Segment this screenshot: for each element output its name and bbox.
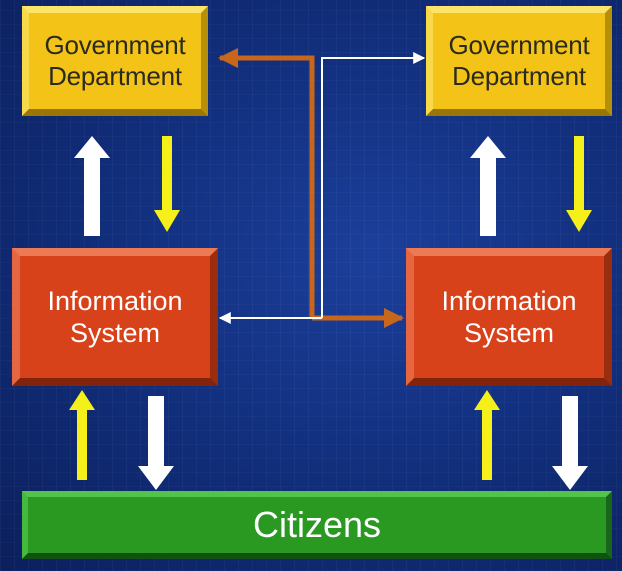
arrow-citizens-to-info-left bbox=[69, 390, 95, 480]
arrow-info-left-to-citizens bbox=[138, 396, 174, 490]
gov-left-line2: Department bbox=[48, 61, 182, 91]
information-system-right: Information System bbox=[406, 248, 612, 386]
white-connector-info-left-to-gov-right bbox=[321, 52, 426, 318]
arrow-info-left-to-gov-left bbox=[74, 136, 110, 236]
gov-right-line2: Department bbox=[452, 61, 586, 91]
info-left-line1: Information bbox=[47, 285, 183, 316]
orange-connector-info-right-to-gov-left bbox=[218, 48, 315, 318]
information-system-left: Information System bbox=[12, 248, 218, 386]
gov-right-line1: Government bbox=[448, 29, 590, 60]
arrow-citizens-to-info-right bbox=[474, 390, 500, 480]
arrow-gov-right-to-info-right bbox=[566, 136, 592, 232]
info-right-line2: System bbox=[463, 318, 554, 348]
gov-department-right: Government Department bbox=[426, 6, 612, 116]
arrow-info-right-to-citizens bbox=[552, 396, 588, 490]
arrow-gov-left-to-info-left bbox=[154, 136, 180, 232]
gov-left-line1: Government bbox=[44, 29, 186, 60]
gov-department-left: Government Department bbox=[22, 6, 208, 116]
citizens-label: Citizens bbox=[252, 504, 382, 546]
info-right-line1: Information bbox=[441, 285, 577, 316]
info-left-line2: System bbox=[69, 318, 160, 348]
arrow-info-right-to-gov-right bbox=[470, 136, 506, 236]
citizens-bar: Citizens bbox=[22, 491, 612, 559]
